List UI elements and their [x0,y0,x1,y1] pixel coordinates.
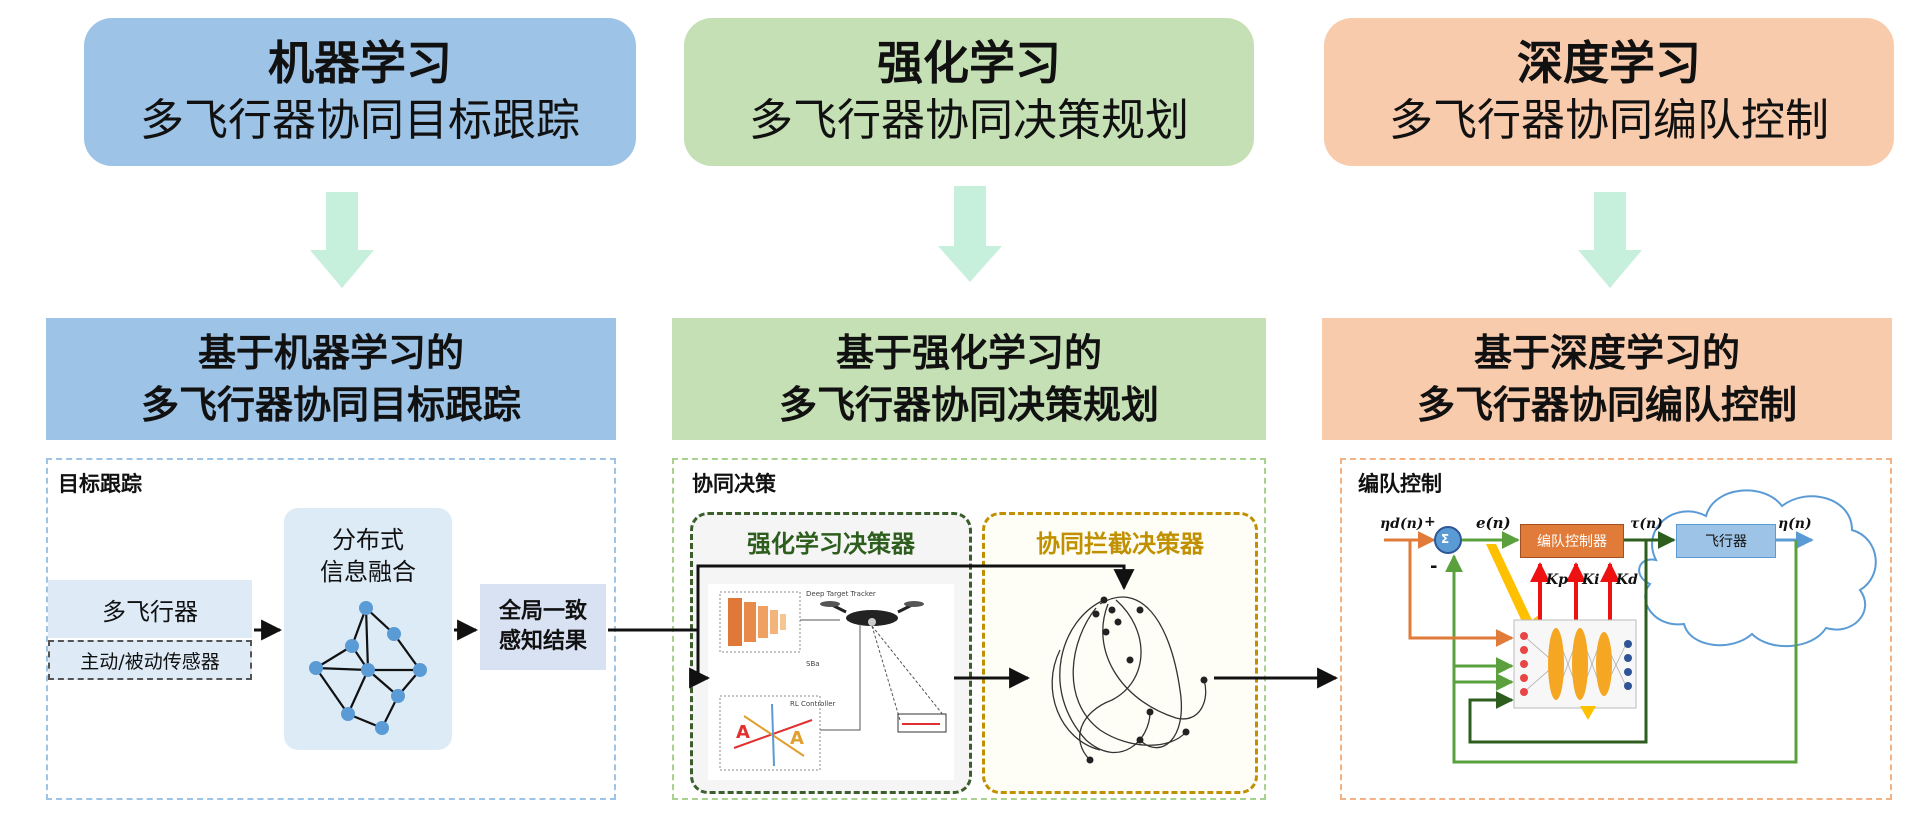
arrow-result-to-rl [608,628,711,689]
minus-sign: - [1430,556,1438,577]
nn-layer-1 [1520,632,1528,696]
sensor-box: 主动/被动传感器 [48,640,252,680]
nn-output-layer [1624,640,1632,690]
arrow-rl-top-loop [696,564,1135,630]
panel-control [1340,458,1892,800]
intercept-trajectories [1051,596,1207,761]
multi-aircraft-box: 多飞行器 [48,580,252,638]
tau-label: τ(n) [1630,516,1663,532]
formation-controller-label: 编队控制器 [1537,534,1607,550]
result-line2: 感知结果 [498,629,587,654]
mid-line2-dl: 多飞行器协同编队控制 [1416,383,1797,427]
rl-fig-letter-a2: A [790,728,804,749]
mid-box-ml: 基于机器学习的 多飞行器协同目标跟踪 [46,318,616,440]
intercept-decider-box [982,512,1258,794]
rl-figure-drawing [719,591,947,771]
fusion-label-1: 分布式 [332,526,404,554]
top-title-ml: 机器学习 [268,36,452,90]
cloud-shape [1638,489,1877,647]
feedback-tau [1468,540,1648,744]
yellow-arrow-error [1486,544,1540,640]
rl-fig-label-c: RL Controller [790,700,836,708]
down-arrow-dl [1578,192,1642,288]
nn-hidden-layers [1548,628,1612,700]
top-box-rl: 强化学习 多飞行器协同决策规划 [684,18,1254,166]
mid-line1-dl: 基于深度学习的 [1473,331,1740,375]
mid-line1-ml: 基于机器学习的 [197,331,464,375]
result-box: 全局一致 感知结果 [480,584,606,670]
kd-label: Kd [1616,572,1638,588]
multi-aircraft-label: 多飞行器 [102,597,198,626]
formation-controller-box: 编队控制器 [1520,524,1624,558]
plus-sign: + [1424,514,1436,530]
intercept-drones [1086,596,1208,764]
fusion-box: 分布式 信息融合 [284,508,452,750]
top-box-ml: 机器学习 多飞行器协同目标跟踪 [84,18,636,166]
rl-fig-label-a: Deep Target Tracker [806,590,876,598]
top-subtitle-rl: 多飞行器协同决策规划 [749,95,1189,146]
fusion-label-2: 信息融合 [320,558,416,586]
top-subtitle-dl: 多飞行器协同编队控制 [1389,95,1829,146]
top-box-dl: 深度学习 多飞行器协同编队控制 [1324,18,1894,166]
result-line1: 全局一致 [498,599,587,624]
top-title-dl: 深度学习 [1517,36,1701,90]
rl-decider-title: 强化学习决策器 [747,530,915,558]
nn-yellow-out [1580,706,1596,720]
mid-box-rl: 基于强化学习的 多飞行器协同决策规划 [672,318,1266,440]
eta-out-label: η(n) [1778,516,1812,532]
aircraft-label: 飞行器 [1705,534,1747,550]
drone-icon [820,601,924,626]
aircraft-box: 飞行器 [1676,524,1776,558]
sensor-label: 主动/被动传感器 [80,650,220,673]
ki-label: Ki [1582,572,1600,588]
error-label: e(n) [1476,514,1511,532]
eta-d-label: ηd(n) [1380,516,1424,532]
rl-fig-letter-a1: A [736,722,750,743]
mid-line1-rl: 基于强化学习的 [835,331,1102,375]
top-title-rl: 强化学习 [877,36,1061,90]
panel-label-tracking: 目标跟踪 [58,472,142,496]
panel-label-control: 编队控制 [1358,472,1442,496]
rl-fig-label-b: SBa [806,660,820,668]
intercept-decider-title: 协同拦截决策器 [1036,530,1204,558]
down-arrow-ml [310,192,374,288]
input-eta-d-to-nn [1408,540,1514,647]
down-arrow-rl [938,186,1002,282]
fusion-nodes [309,601,427,735]
top-subtitle-ml: 多飞行器协同目标跟踪 [140,95,580,146]
mid-box-dl: 基于深度学习的 多飞行器协同编队控制 [1322,318,1892,440]
sum-junction [1434,526,1462,554]
feedback-loop [1445,540,1798,764]
panel-label-decision: 协同决策 [692,472,776,496]
mid-line2-rl: 多飞行器协同决策规划 [778,383,1159,427]
kp-label: Kp [1546,572,1568,588]
sigma-symbol: Σ [1441,532,1450,546]
mid-line2-ml: 多飞行器协同目标跟踪 [140,383,521,427]
